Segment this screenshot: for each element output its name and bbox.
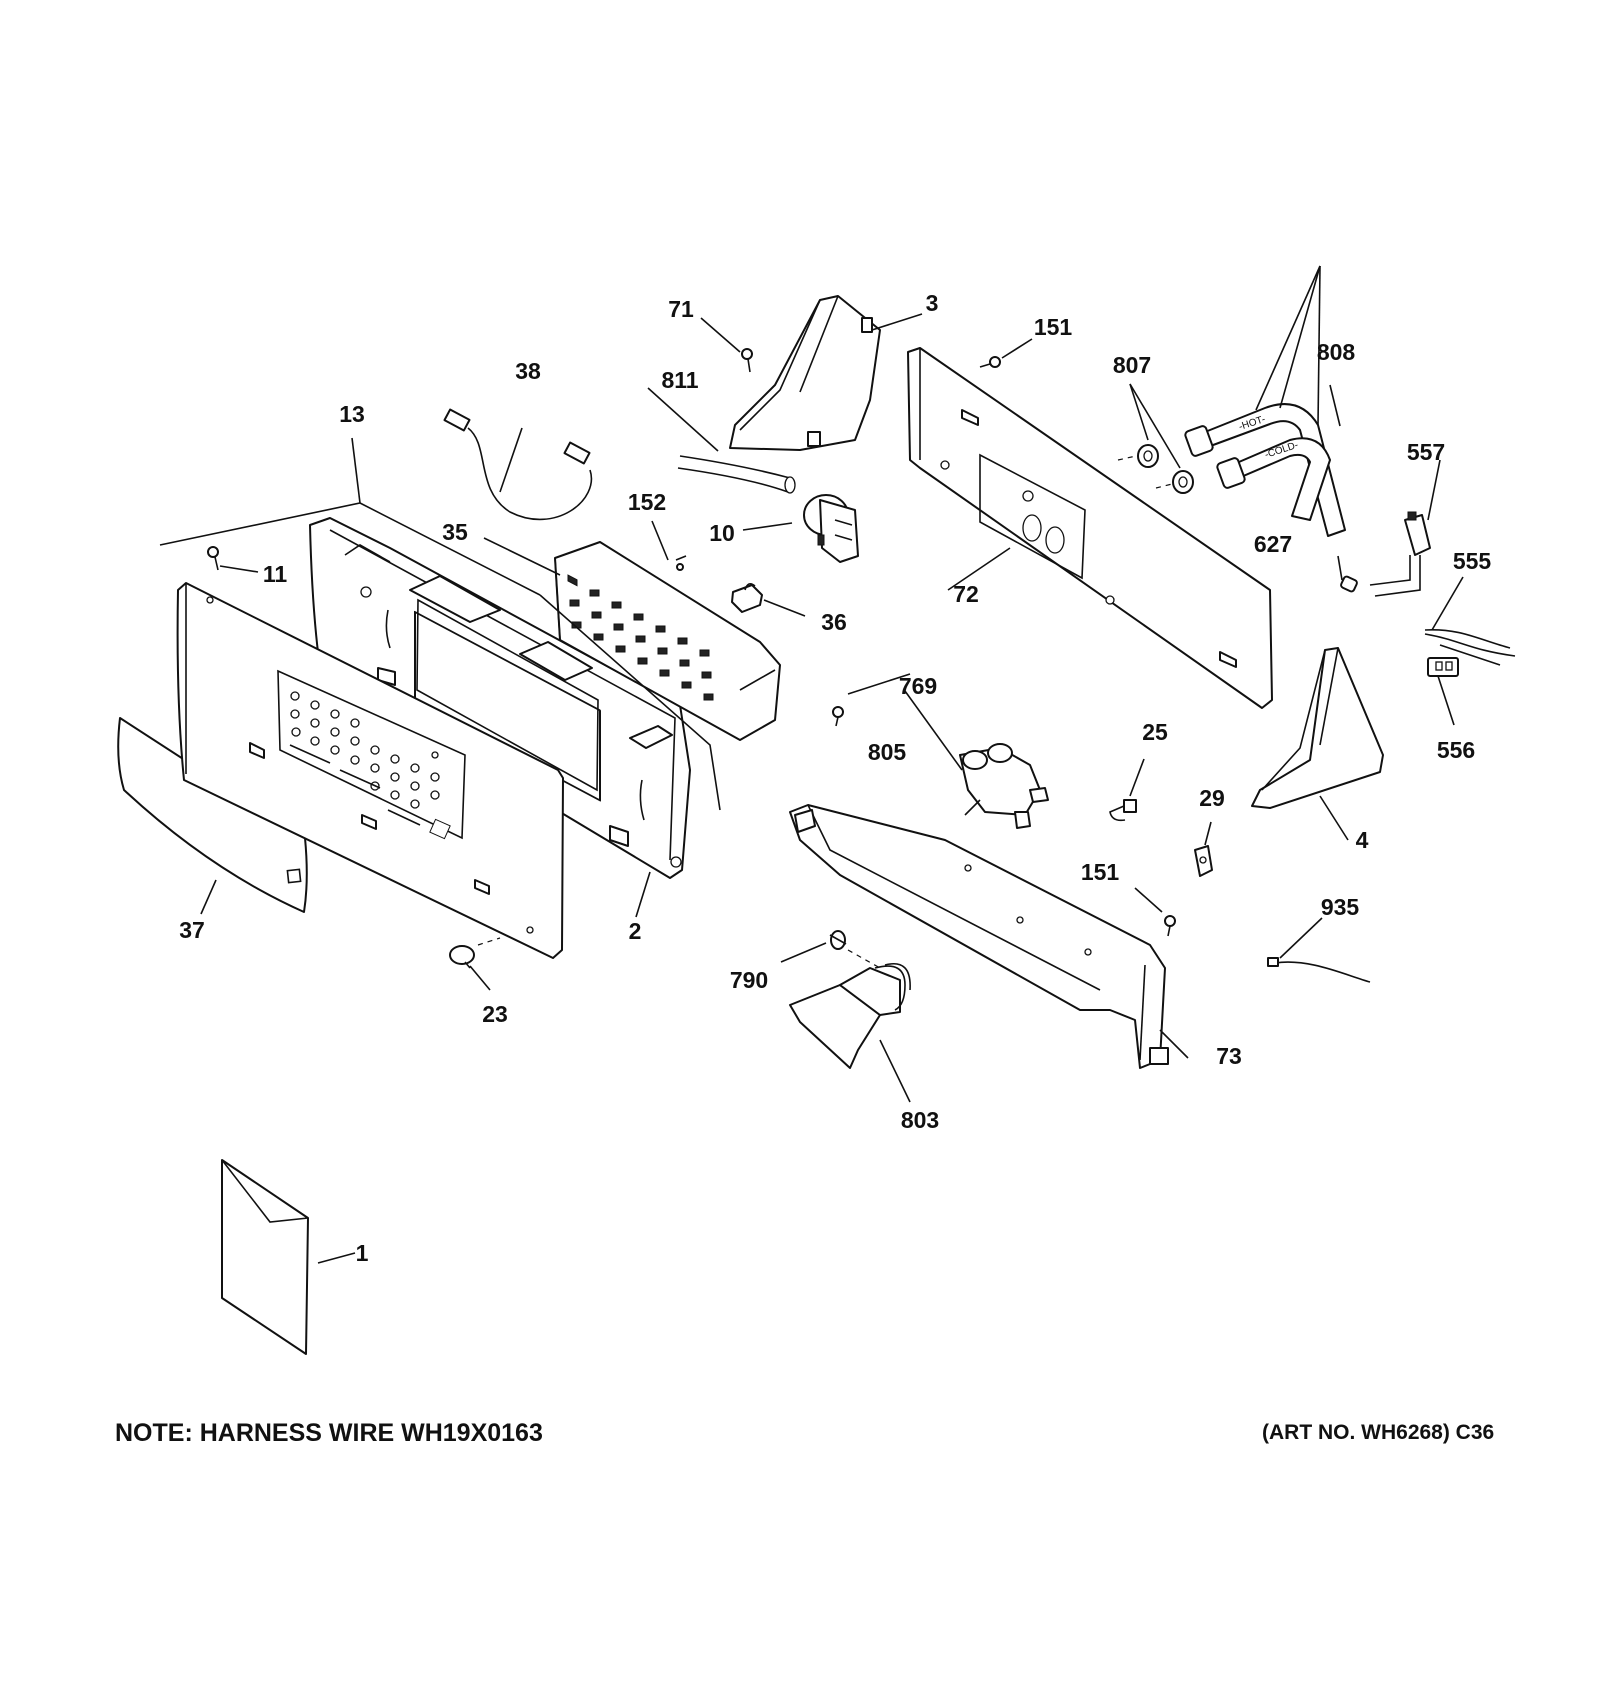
callout-36: 36 xyxy=(821,609,847,635)
callouts: 13 38 35 11 811 71 3 151 807 808 557 152… xyxy=(179,290,1491,1266)
part-13-console xyxy=(176,582,564,959)
part-151-screw-top xyxy=(979,356,1001,368)
part-72-backsplash xyxy=(907,347,1273,709)
callout-803: 803 xyxy=(901,1107,939,1133)
part-935-wire xyxy=(1267,957,1371,983)
part-10-pressure-switch xyxy=(803,494,859,563)
callout-72: 72 xyxy=(953,581,979,607)
part-152-screw xyxy=(675,555,687,571)
callout-73: 73 xyxy=(1216,1043,1242,1069)
leader-lines xyxy=(159,265,1464,1264)
part-790-clamp xyxy=(829,930,847,950)
part-151-screw-bottom xyxy=(1164,915,1176,937)
part-556-connector xyxy=(1427,657,1459,677)
callout-811: 811 xyxy=(661,367,698,393)
callout-555: 555 xyxy=(1453,548,1492,574)
part-811-tube xyxy=(677,455,796,494)
part-4-bracket xyxy=(1251,647,1384,809)
callout-769: 769 xyxy=(899,673,937,699)
part-38-wire xyxy=(443,408,593,521)
callout-4: 4 xyxy=(1356,827,1369,853)
callout-11: 11 xyxy=(263,561,288,587)
part-555-wires xyxy=(1424,629,1516,666)
callout-23: 23 xyxy=(482,1001,508,1027)
callout-807: 807 xyxy=(1113,352,1151,378)
button-grid xyxy=(289,691,451,840)
callout-71: 71 xyxy=(668,296,694,322)
callout-10: 10 xyxy=(709,520,735,546)
callout-808: 808 xyxy=(1317,339,1356,365)
part-3-bracket xyxy=(729,295,881,451)
callout-627: 627 xyxy=(1254,531,1292,557)
part-35-bracket xyxy=(554,541,781,741)
part-23-knob xyxy=(449,945,475,969)
callout-2: 2 xyxy=(629,918,642,944)
harness-note: NOTE: HARNESS WIRE WH19X0163 xyxy=(115,1419,543,1447)
callout-790: 790 xyxy=(730,967,768,993)
callout-13: 13 xyxy=(339,401,365,427)
callout-805: 805 xyxy=(868,739,907,765)
part-807-washers xyxy=(1117,444,1194,494)
part-769-screw xyxy=(832,706,844,727)
part-25-connector xyxy=(1109,799,1137,822)
callout-557: 557 xyxy=(1407,439,1445,465)
part-36-clip xyxy=(731,582,763,613)
part-808-hoses: -HOT- -COLD- xyxy=(1184,403,1346,537)
part-71-screw xyxy=(741,348,753,373)
callout-1: 1 xyxy=(356,1240,369,1266)
callout-3: 3 xyxy=(926,290,939,316)
callout-37: 37 xyxy=(179,917,205,943)
part-1-envelope xyxy=(221,1159,309,1355)
part-37-overlay xyxy=(117,717,308,913)
callout-29: 29 xyxy=(1199,785,1225,811)
bracket-slots xyxy=(567,574,714,701)
callout-35: 35 xyxy=(442,519,468,545)
part-803-pump xyxy=(789,963,911,1069)
callout-151-bottom: 151 xyxy=(1081,859,1120,885)
part-29-clip xyxy=(1194,845,1213,877)
callout-25: 25 xyxy=(1142,719,1168,745)
part-805-water-valve xyxy=(959,743,1049,829)
callout-556: 556 xyxy=(1437,737,1475,763)
callout-38: 38 xyxy=(515,358,541,384)
part-11-screw xyxy=(207,546,219,571)
part-557-connector xyxy=(1369,511,1431,597)
callout-935: 935 xyxy=(1321,894,1360,920)
part-627-plug xyxy=(1340,575,1358,593)
callout-151-top: 151 xyxy=(1034,314,1073,340)
callout-152: 152 xyxy=(628,489,666,515)
art-number: (ART NO. WH6268) C36 xyxy=(1262,1421,1495,1444)
part-73-bracket xyxy=(789,804,1169,1069)
